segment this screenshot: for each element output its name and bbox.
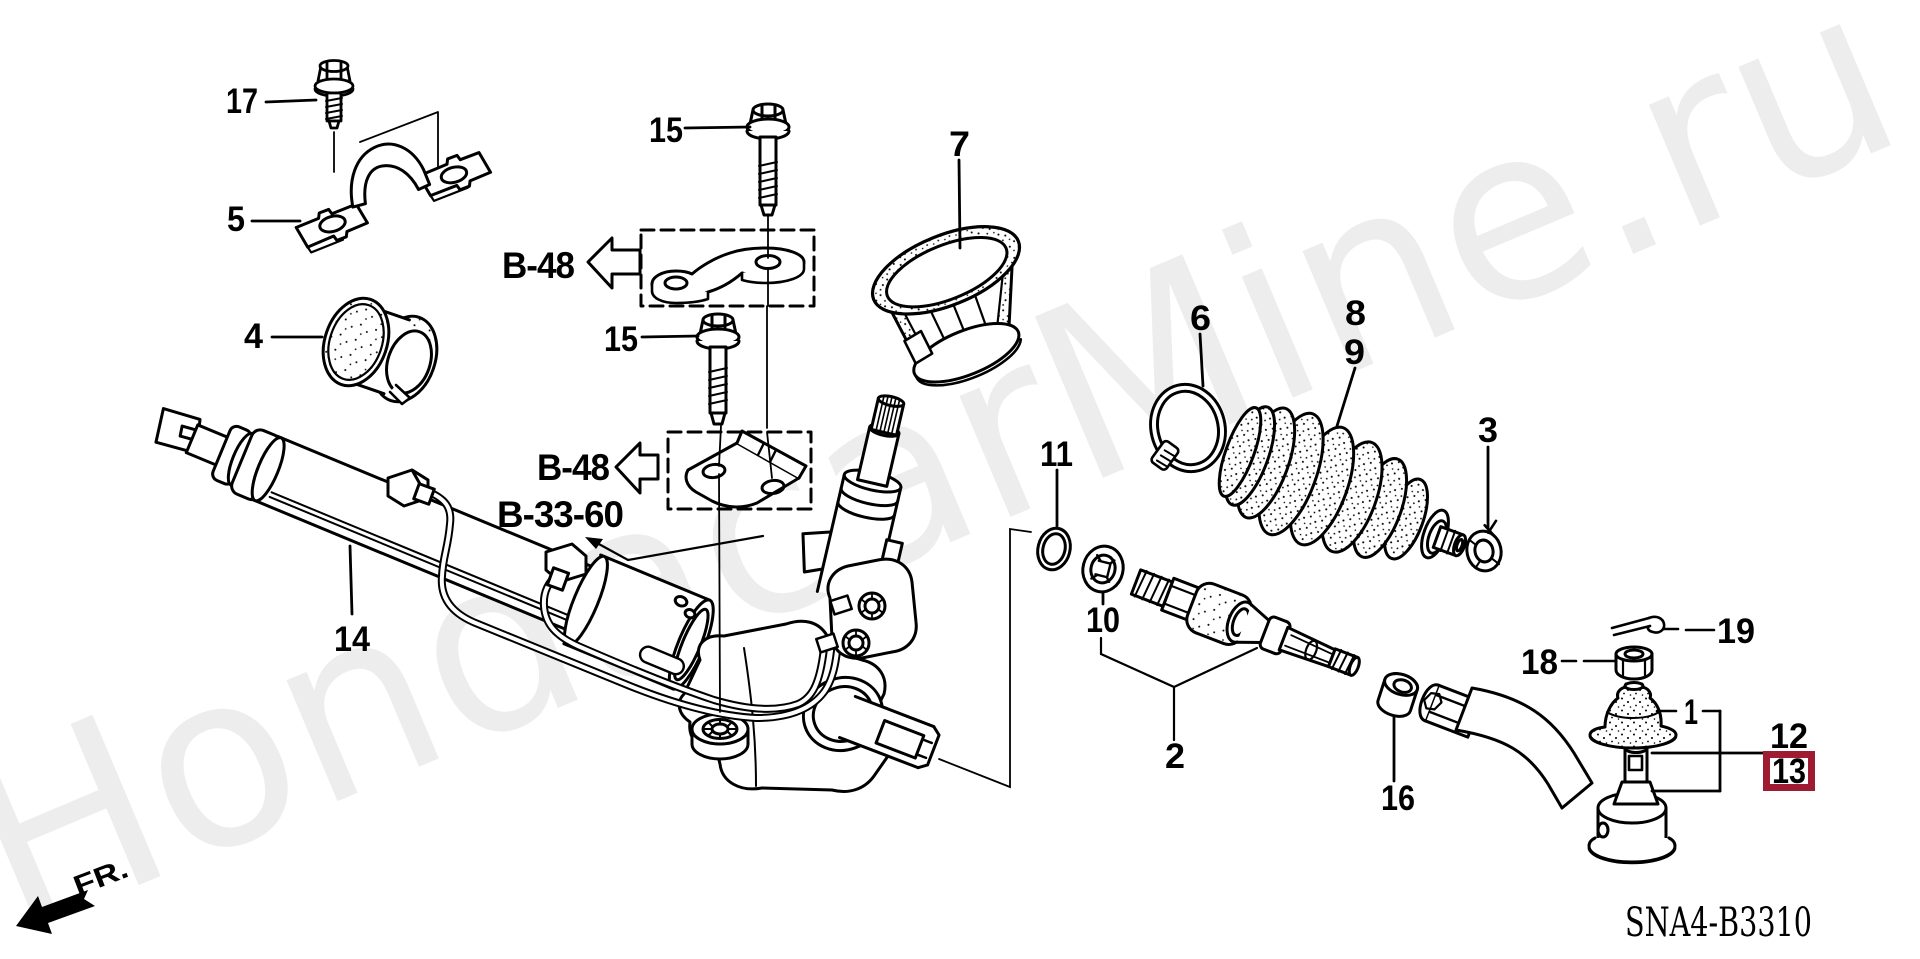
- label-3: 3: [1478, 411, 1498, 450]
- part-lock-washer-10: [1081, 544, 1125, 594]
- label-8: 8: [1345, 294, 1366, 333]
- output-clevis: [801, 676, 941, 770]
- front-direction-arrow: [16, 890, 95, 934]
- part-cotter-pin-19: [1610, 615, 1666, 637]
- label-18: 18: [1521, 643, 1558, 682]
- label-14: 14: [334, 620, 370, 659]
- label-16: 16: [1381, 779, 1415, 818]
- bracket-2: [1099, 636, 1259, 742]
- label-2: 2: [1165, 737, 1185, 776]
- part-bolt-15a: [745, 102, 791, 217]
- label-19: 19: [1717, 612, 1755, 651]
- label-15a: 15: [649, 111, 683, 150]
- diagram-code: SNA4-B3310: [1625, 900, 1812, 946]
- part-tie-rod-end: [1418, 683, 1677, 865]
- part-bolt-17: [313, 59, 439, 173]
- label-b3360: B-33-60: [497, 494, 623, 535]
- label-13: 13: [1772, 752, 1806, 791]
- label-17: 17: [226, 82, 258, 121]
- bracket-12-13: [1650, 709, 1765, 793]
- feed-pipes: [420, 486, 844, 722]
- label-10: 10: [1086, 601, 1120, 640]
- label-1: 1: [1684, 693, 1698, 732]
- part-bracket-5: [294, 142, 493, 254]
- ref-group-b48-1: [586, 228, 816, 308]
- pipe-fitting-1: [386, 468, 436, 508]
- part-clip-3: [1465, 519, 1503, 573]
- part-clamp-band-6: [1149, 382, 1227, 474]
- label-7: 7: [949, 125, 970, 164]
- label-b48-1: B-48: [502, 245, 574, 286]
- ref-group-b48-2: [614, 429, 813, 511]
- label-15b: 15: [604, 320, 638, 359]
- label-11: 11: [1040, 435, 1073, 474]
- mount-grommet: [690, 712, 750, 761]
- highlight-box-13: 13: [1763, 751, 1815, 791]
- part-nut-18: [1614, 645, 1654, 681]
- part-boot-1: [1588, 681, 1678, 750]
- pipe-fitting-2: [544, 542, 588, 592]
- part-rack-assembly-14: [154, 394, 941, 793]
- cushion-plate: [684, 429, 808, 509]
- part-dust-seal-7: [858, 207, 1040, 387]
- label-4: 4: [244, 317, 264, 356]
- part-inner-tie-rod-2: [1129, 568, 1361, 677]
- gear-housing: [386, 394, 941, 793]
- part-bolt-15b: [695, 312, 741, 426]
- callout-labels: 17 5 4 14 15 15 7 6 8 9 3 11 10 2 16 18 …: [226, 82, 1808, 818]
- label-b48-2: B-48: [537, 447, 609, 488]
- stay-plate-8: [650, 246, 806, 305]
- pipe-union-block: [815, 557, 918, 660]
- label-6: 6: [1190, 299, 1211, 338]
- label-5: 5: [227, 200, 245, 239]
- part-ring-16: [1376, 672, 1420, 718]
- label-9: 9: [1344, 333, 1365, 372]
- part-boot-8-9: [1209, 399, 1468, 566]
- part-washer-11: [1036, 526, 1072, 572]
- label-12: 12: [1770, 717, 1808, 756]
- part-bushing-4: [310, 287, 450, 412]
- b48-arrow-2: [614, 441, 660, 495]
- leader-lines: [250, 98, 1765, 793]
- b48-arrow-1: [586, 236, 642, 290]
- b3360-arrow: [585, 534, 765, 562]
